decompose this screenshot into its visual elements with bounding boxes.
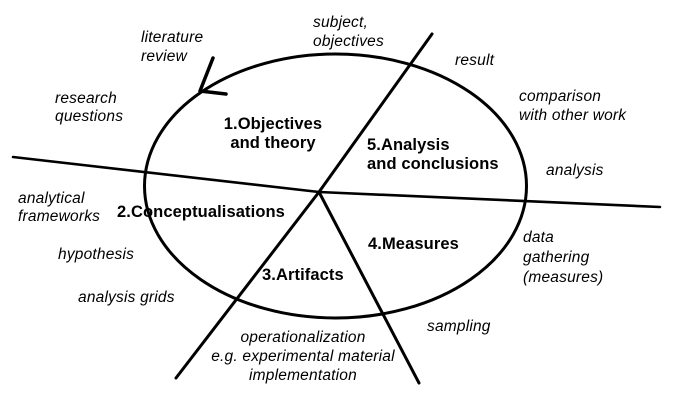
outer-label-subject-objectives: subject, objectives bbox=[313, 14, 384, 50]
outer-label-hypothesis: hypothesis bbox=[58, 246, 135, 263]
sector-label-objectives-and-theory: 1.Objectives and theory bbox=[223, 115, 323, 152]
outer-label-analytical-frameworks: analytical frameworks bbox=[18, 190, 101, 225]
outer-label-comparison-with-other-work: comparison with other work bbox=[519, 88, 627, 124]
outer-label-analysis: analysis bbox=[546, 162, 604, 179]
outer-label-analysis-grids: analysis grids bbox=[78, 289, 175, 306]
outer-label-research-questions: research questions bbox=[55, 90, 124, 125]
outer-label-sampling: sampling bbox=[427, 318, 491, 335]
cycle-ellipse bbox=[143, 52, 528, 320]
sector-label-artifacts: 3.Artifacts bbox=[262, 266, 344, 284]
sector-label-conceptualisations: 2.Conceptualisations bbox=[117, 203, 285, 221]
sector-label-analysis-and-conclusions: 5.Analysis and conclusions bbox=[367, 136, 499, 173]
outer-label-literature-review: literature review bbox=[141, 29, 204, 65]
sector-label-measures: 4.Measures bbox=[368, 235, 459, 253]
outer-label-data-gathering-measures: data gathering (measures) bbox=[523, 229, 604, 286]
outer-label-operationalization: operationalization e.g. experimental mat… bbox=[211, 329, 395, 384]
divider-ray-line bbox=[317, 190, 421, 385]
outer-label-result: result bbox=[455, 52, 495, 69]
cycle-direction-arrow-icon bbox=[198, 56, 228, 96]
